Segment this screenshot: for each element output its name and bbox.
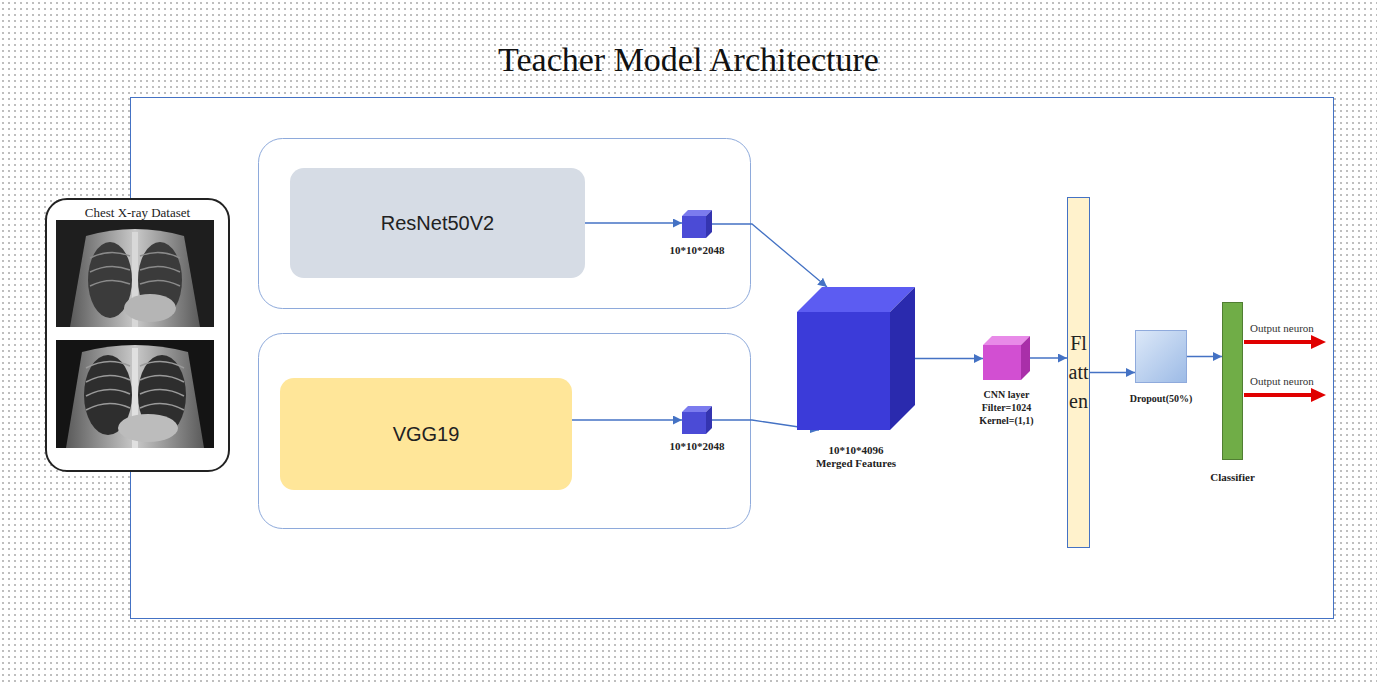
group-frame	[259, 334, 751, 529]
dataset-box: Chest X-ray Dataset	[45, 198, 230, 472]
output-label: Output neuron	[1250, 375, 1314, 388]
dataset-title: Chest X-ray Dataset	[85, 205, 190, 220]
caption-line: 10*10*2048	[670, 244, 725, 257]
caption-line: Merged Features	[816, 457, 896, 470]
shape-caption: 10*10*2048	[670, 244, 725, 257]
flow-arrow	[712, 224, 827, 287]
caption-line: 10*10*2048	[670, 440, 725, 453]
caption-line: Classifier	[1210, 471, 1255, 484]
diagram-title: Teacher Model Architecture	[0, 40, 1377, 80]
flow-arrow	[1030, 357, 1067, 358]
shape-caption: Dropout(50%)	[1130, 392, 1193, 405]
vertical-text: Flatten	[1069, 329, 1089, 416]
feature-cube: 10*10*2048	[682, 406, 712, 434]
shape-caption: Classifier	[1210, 471, 1255, 484]
merged-cube: 10*10*4096Merged Features	[797, 287, 915, 430]
output-arrow	[1244, 388, 1326, 402]
shape-caption: 10*10*4096Merged Features	[816, 444, 896, 470]
flow-arrow	[585, 222, 682, 223]
output-label: Output neuron	[1250, 322, 1314, 335]
dropout-box: Dropout(50%)	[1135, 330, 1187, 383]
caption-line: CNN layer	[979, 388, 1033, 401]
output-arrow	[1244, 335, 1326, 349]
cube-shape	[797, 287, 915, 430]
xray-image	[56, 220, 214, 327]
cube-shape	[983, 336, 1030, 380]
model-name: VGG19	[393, 422, 460, 446]
flow-arrow	[572, 419, 682, 420]
caption-line: 10*10*4096	[816, 444, 896, 457]
flow-arrow	[915, 358, 983, 359]
flow-arrow	[1090, 372, 1135, 373]
shape-caption: 10*10*2048	[670, 440, 725, 453]
shape-caption: CNN layerFilter=1024Kernel=(1,1)	[979, 388, 1033, 427]
xray-image	[56, 340, 214, 448]
flow-arrow	[1187, 356, 1222, 357]
caption-line: Kernel=(1,1)	[979, 414, 1033, 427]
cnn-cube: CNN layerFilter=1024Kernel=(1,1)	[983, 336, 1030, 380]
caption-line: Filter=1024	[979, 401, 1033, 414]
group-frame	[259, 139, 751, 309]
cube-shape	[682, 210, 712, 238]
backbone-box: VGG19	[280, 378, 572, 490]
flatten-band: Flatten	[1067, 197, 1090, 548]
model-name: ResNet50V2	[381, 211, 494, 235]
classifier-bar: Classifier	[1222, 302, 1243, 460]
backbone-box: ResNet50V2	[290, 168, 585, 278]
feature-cube: 10*10*2048	[682, 210, 712, 238]
caption-line: Dropout(50%)	[1130, 392, 1193, 405]
outer-frame	[131, 98, 1334, 619]
dataset-ground	[46, 199, 229, 471]
cube-shape	[682, 406, 712, 434]
